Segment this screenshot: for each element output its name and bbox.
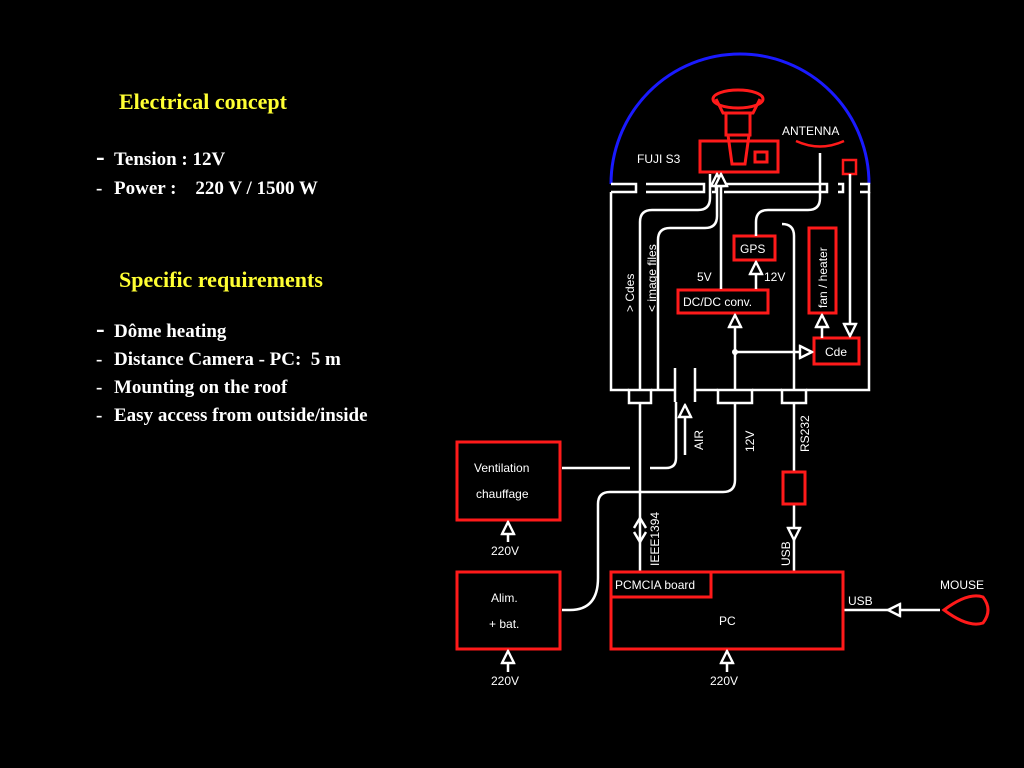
bullet-dash: -: [96, 377, 103, 398]
bullet-tension: -Tension : 12V: [96, 142, 226, 171]
gps-box: [732, 234, 777, 262]
bullet-distance: -Distance Camera - PC: 5 m: [96, 349, 341, 371]
vent-220v-label: 220V: [491, 544, 519, 558]
rs232-label: RS232: [798, 415, 812, 452]
bullet-dash: -: [96, 349, 103, 370]
alim-220v-label: 220V: [491, 674, 519, 688]
ventilation-box: [455, 440, 562, 522]
camera-icon: [698, 88, 780, 174]
air-label: AIR: [692, 430, 706, 450]
enclosure-top: [611, 182, 871, 194]
dcdc-box: [676, 288, 770, 315]
usb-vertical-label: USB: [779, 541, 793, 566]
mounting-text: Mounting on the roof: [114, 377, 288, 398]
ieee-arrows: [632, 515, 648, 545]
fan-heater-label: fan / heater: [816, 247, 830, 308]
ieee-label: IEEE1394: [648, 512, 662, 566]
bullet-dash: -: [96, 142, 105, 171]
dome-arc: [609, 52, 871, 185]
cdes-label: > Cdes: [623, 274, 637, 312]
dcdc-5v-label: 5V: [697, 270, 712, 284]
pc-box: [609, 570, 845, 651]
access-text: Easy access from outside/inside: [114, 405, 368, 426]
junction-dot: [732, 349, 738, 355]
bullet-access: -Easy access from outside/inside: [96, 405, 368, 427]
antenna-icon: [795, 139, 845, 148]
v12-label: 12V: [743, 431, 757, 452]
specific-requirements-title: Specific requirements: [119, 267, 323, 292]
camera-label: FUJI S3: [637, 152, 681, 166]
power-text: Power : 220 V / 1500 W: [114, 178, 318, 199]
pcmcia-box: [609, 570, 713, 599]
rs232-converter-box: [781, 470, 807, 506]
internal-wiring: [638, 153, 850, 390]
electrical-concept-title: Electrical concept: [119, 89, 287, 114]
mouse-icon: [941, 594, 990, 626]
chauffage-label: chauffage: [476, 487, 529, 501]
bat-label: + bat.: [489, 617, 519, 631]
bullet-power: -Power : 220 V / 1500 W: [96, 178, 318, 200]
usb-mouse-label: USB: [848, 594, 873, 608]
distance-text: Distance Camera - PC: 5 m: [114, 349, 341, 370]
gps-label: GPS: [740, 242, 765, 256]
alim-label: Alim.: [491, 591, 518, 605]
bullet-mounting: -Mounting on the roof: [96, 377, 287, 399]
pcmcia-label: PCMCIA board: [615, 578, 695, 592]
fan-heater-box: [807, 226, 838, 315]
bullet-dash: -: [96, 405, 103, 426]
bullet-dome-heating: -Dôme heating: [96, 314, 227, 343]
tension-text: Tension : 12V: [114, 149, 226, 170]
image-files-label: < image files: [645, 244, 659, 312]
mouse-label: MOUSE: [940, 578, 984, 592]
antenna-label: ANTENNA: [782, 124, 839, 138]
bullet-dash: -: [96, 314, 105, 343]
dome-heating-text: Dôme heating: [114, 321, 227, 342]
pc-label: PC: [719, 614, 736, 628]
cde-box: [812, 336, 861, 366]
alim-box: [455, 570, 562, 651]
dcdc-12v-label: 12V: [764, 270, 785, 284]
cde-label: Cde: [825, 345, 847, 359]
sensor-box: [841, 158, 858, 176]
pc-220v-label: 220V: [710, 674, 738, 688]
dcdc-label: DC/DC conv.: [683, 295, 752, 309]
ventilation-label: Ventilation: [474, 461, 529, 475]
bullet-dash: -: [96, 178, 103, 199]
